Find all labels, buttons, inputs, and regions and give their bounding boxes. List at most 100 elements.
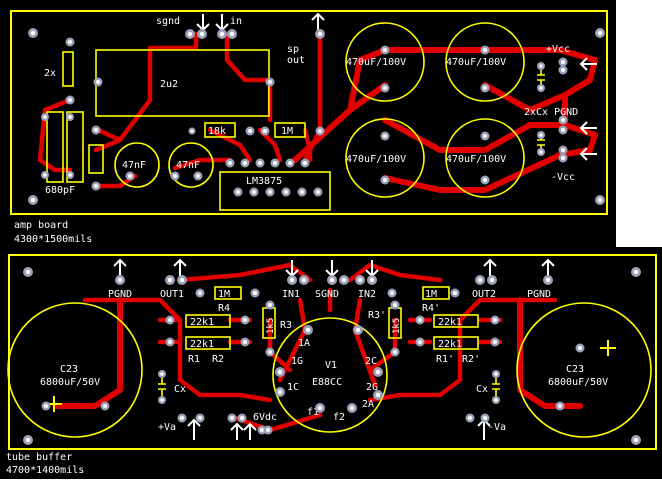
- pad-hole: [302, 160, 308, 166]
- pad-hole: [160, 372, 164, 376]
- pad-hole: [560, 67, 566, 73]
- pin-2c-label: 2C: [365, 356, 377, 367]
- pad-hole: [375, 392, 381, 398]
- pad-hole: [494, 372, 498, 376]
- resistor-r2p-label: R2': [462, 354, 480, 365]
- pad-hole: [382, 85, 388, 91]
- resistor-r2-outline: [185, 336, 231, 350]
- cap-c23-right-label: C23: [566, 364, 584, 375]
- tube-v1-outline: [272, 317, 388, 433]
- pad-hole: [482, 85, 488, 91]
- pad-hole: [633, 437, 639, 443]
- pad-hole: [417, 317, 423, 323]
- pad-hole: [392, 349, 398, 355]
- pad-hole: [197, 290, 203, 296]
- pad-hole: [30, 30, 36, 36]
- in-label: in: [230, 16, 242, 27]
- minus-vcc-label: -Vcc: [551, 172, 575, 183]
- plus-sign-icon: [600, 340, 616, 356]
- pad-hole: [560, 59, 566, 65]
- trace: [207, 127, 253, 163]
- pad-hole: [277, 369, 283, 375]
- pad-hole: [452, 290, 458, 296]
- sp-out-label-2: out: [287, 55, 305, 66]
- pad-hole: [482, 415, 488, 421]
- amp-board-size: 4300*1500mils: [14, 234, 92, 245]
- plus-va-label: +Va: [158, 422, 176, 433]
- resistor-r3-label: R3: [280, 320, 292, 331]
- arrow-up-icon: [173, 258, 187, 276]
- resistor-2x-outline: [62, 51, 74, 87]
- pad-hole: [299, 189, 305, 195]
- pad-hole: [477, 277, 483, 283]
- pad-hole: [557, 403, 563, 409]
- cap-470uf-3-label: 470uF/100V: [346, 154, 406, 165]
- arrow-up-icon: [243, 422, 257, 440]
- pad-hole: [102, 403, 108, 409]
- pad-hole: [560, 155, 566, 161]
- minus-va-label: -Va: [488, 422, 506, 433]
- amp-board-outline: [10, 10, 608, 215]
- tube-buffer-size: 4700*1400mils: [6, 465, 84, 476]
- pad-hole: [492, 339, 498, 345]
- cap-cx-right-symbol: [492, 376, 500, 397]
- sgnd-label: SGND: [315, 289, 339, 300]
- pad-hole: [167, 317, 173, 323]
- ic-lm3875-label: LM3875: [246, 176, 282, 187]
- in2-label: IN2: [358, 289, 376, 300]
- tube-buffer-outline: [8, 254, 657, 450]
- cap-470uf-4-label: 470uF/100V: [446, 154, 506, 165]
- trace: [172, 157, 233, 171]
- pad-hole: [375, 369, 381, 375]
- pad-hole: [355, 327, 361, 333]
- amp-board-background: [0, 0, 616, 247]
- resistor-18k-label: 18k: [208, 126, 226, 137]
- trace: [37, 97, 73, 173]
- pad-hole: [252, 290, 258, 296]
- cap-cx-right-label: Cx: [476, 384, 488, 395]
- arrow-up-icon: [541, 258, 555, 276]
- pin-f2-label: f2: [333, 412, 345, 423]
- resistor-r4-label: R4: [218, 303, 230, 314]
- resistor-r1-value: 22k1: [190, 317, 214, 328]
- cap-c23-left-value: 6800uF/50V: [40, 377, 100, 388]
- resistor-r1-outline: [185, 314, 231, 328]
- resistor-r3p-value: 1k5: [392, 318, 402, 334]
- cap-470uf-3-outline: [345, 118, 425, 198]
- pin-1g-label: 1G: [291, 356, 303, 367]
- pad-hole: [187, 31, 193, 37]
- pad-hole: [539, 150, 543, 154]
- pad-hole: [127, 173, 133, 179]
- cap-c23-left-label: C23: [60, 364, 78, 375]
- resistor-18k-outline: [204, 122, 236, 138]
- tube-pads: [23, 267, 641, 445]
- pad-hole: [30, 197, 36, 203]
- pad-hole: [117, 277, 123, 283]
- pad-hole: [229, 415, 235, 421]
- trace: [82, 297, 273, 403]
- pad-hole: [247, 128, 253, 134]
- pad-hole: [239, 415, 245, 421]
- pad-hole: [492, 317, 498, 323]
- cap-2u2-label: 2u2: [160, 79, 178, 90]
- amp-board-caption: amp board: [14, 220, 68, 231]
- pad-hole: [93, 127, 99, 133]
- in1-label: IN1: [282, 289, 300, 300]
- pad-hole: [43, 115, 47, 119]
- tube-e88cc-label: E88CC: [312, 377, 342, 388]
- pad-hole: [289, 277, 295, 283]
- trace: [95, 127, 123, 143]
- pad-hole: [259, 427, 265, 433]
- cap-cx-left-label: Cx: [174, 384, 186, 395]
- arrow-up-icon: [230, 422, 244, 440]
- pin-1c-label: 1C: [287, 382, 299, 393]
- resistor-r2-label: R2: [212, 354, 224, 365]
- resistor-2x-label: 2x: [44, 68, 56, 79]
- pad-hole: [482, 177, 488, 183]
- cap-470uf-2-outline: [445, 22, 525, 102]
- cap-47nf-1-outline: [114, 142, 160, 188]
- pad-hole: [93, 183, 99, 189]
- pad-hole: [560, 127, 566, 133]
- pad-hole: [317, 128, 323, 134]
